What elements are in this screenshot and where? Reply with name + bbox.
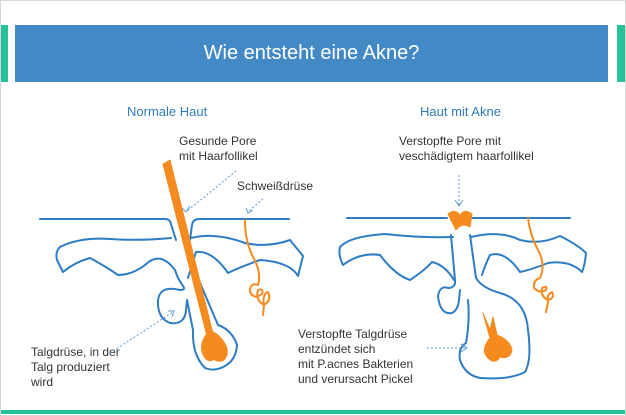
callout-arrows-normal	[109, 170, 264, 354]
epidermis-left	[55, 237, 179, 279]
acne-skin-illustration	[338, 210, 587, 380]
accent-bar-right	[617, 25, 625, 82]
arrow-sweat-gland	[248, 198, 264, 212]
heading-normal-skin: Normale Haut	[127, 104, 208, 119]
skin-surface-right	[189, 218, 290, 241]
epidermis-right	[187, 234, 304, 279]
label-inflamed-gland: Verstopfte Talgdrüse entzündet sich mit …	[298, 327, 414, 386]
sweat-gland	[527, 217, 554, 313]
epidermis-left	[338, 233, 455, 281]
accent-bar-left	[1, 25, 8, 82]
arrow-sebaceous-gland	[109, 311, 174, 354]
label-sweat-gland: Schweißdrüse	[237, 179, 314, 193]
follicle-left-wall	[437, 234, 461, 315]
follicle-outline	[156, 277, 238, 371]
callout-arrows-acne	[427, 175, 468, 353]
epidermis-right	[470, 233, 587, 276]
sweat-gland	[244, 219, 271, 316]
normal-skin-illustration	[39, 159, 304, 371]
arrow-healthy-pore	[185, 170, 237, 213]
hair-bulb	[200, 329, 228, 362]
pimple-inflammation	[482, 312, 513, 362]
enlarged-follicle	[458, 234, 531, 380]
heading-acne-skin: Haut mit Akne	[420, 104, 501, 119]
label-clogged-pore: Verstopfte Pore mit veschädigtem haarfol…	[399, 134, 534, 163]
page-title: Wie entsteht eine Akne?	[203, 42, 420, 64]
skin-surface-left	[39, 218, 177, 241]
bottom-accent-line	[1, 410, 625, 414]
label-healthy-pore: Gesunde Pore mit Haarfollikel	[179, 134, 258, 163]
pore-plug	[447, 210, 473, 231]
label-sebaceous-gland: Talgdrüse, in der Talg produziert wird	[31, 345, 120, 389]
title-banner: Wie entsteht eine Akne?	[15, 25, 608, 82]
